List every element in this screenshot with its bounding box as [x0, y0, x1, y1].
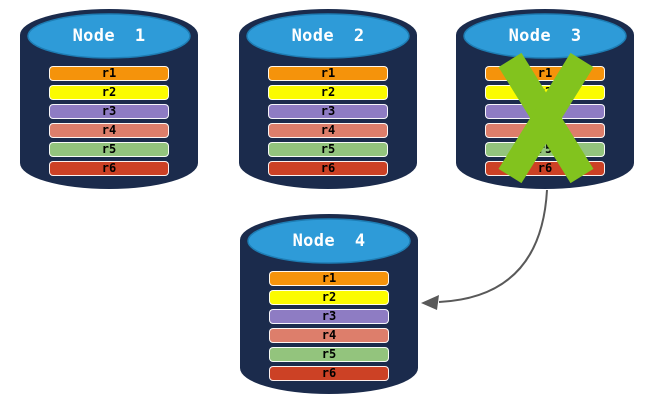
row-r4: r4	[268, 123, 388, 138]
node-2: Node 2 r1 r2 r3 r4 r5 r6	[239, 8, 417, 190]
row-list: r1 r2 r3 r4 r5 r6	[49, 66, 169, 180]
row-list: r1 r2 r3 r4 r5 r6	[485, 66, 605, 180]
node-3: Node 3 r1 r2 r3 r4 r5 r6	[456, 8, 634, 190]
row-r6: r6	[485, 161, 605, 176]
row-list: r1 r2 r3 r4 r5 r6	[268, 66, 388, 180]
row-r1: r1	[268, 66, 388, 81]
node-title: Node 3	[508, 26, 582, 46]
row-r5: r5	[485, 142, 605, 157]
row-r1: r1	[49, 66, 169, 81]
row-r3: r3	[485, 104, 605, 119]
row-r2: r2	[268, 85, 388, 100]
row-r6: r6	[49, 161, 169, 176]
row-r3: r3	[49, 104, 169, 119]
cylinder-top	[27, 13, 191, 59]
row-r1: r1	[269, 271, 389, 286]
cylinder-top	[246, 13, 410, 59]
node-title: Node 1	[72, 26, 146, 46]
row-r5: r5	[49, 142, 169, 157]
row-r4: r4	[269, 328, 389, 343]
row-r5: r5	[268, 142, 388, 157]
arrow-curve	[438, 189, 548, 303]
row-r3: r3	[268, 104, 388, 119]
row-r3: r3	[269, 309, 389, 324]
arrowhead-icon	[421, 295, 439, 310]
row-r4: r4	[485, 123, 605, 138]
node-title: Node 2	[291, 26, 365, 46]
row-r1: r1	[485, 66, 605, 81]
node-1: Node 1 r1 r2 r3 r4 r5 r6	[20, 8, 198, 190]
node-4: Node 4 r1 r2 r3 r4 r5 r6	[240, 213, 418, 395]
row-list: r1 r2 r3 r4 r5 r6	[269, 271, 389, 385]
row-r2: r2	[49, 85, 169, 100]
cylinder-top	[247, 218, 411, 264]
row-r4: r4	[49, 123, 169, 138]
node-title: Node 4	[292, 231, 366, 251]
row-r2: r2	[485, 85, 605, 100]
row-r6: r6	[268, 161, 388, 176]
row-r2: r2	[269, 290, 389, 305]
row-r5: r5	[269, 347, 389, 362]
row-r6: r6	[269, 366, 389, 381]
